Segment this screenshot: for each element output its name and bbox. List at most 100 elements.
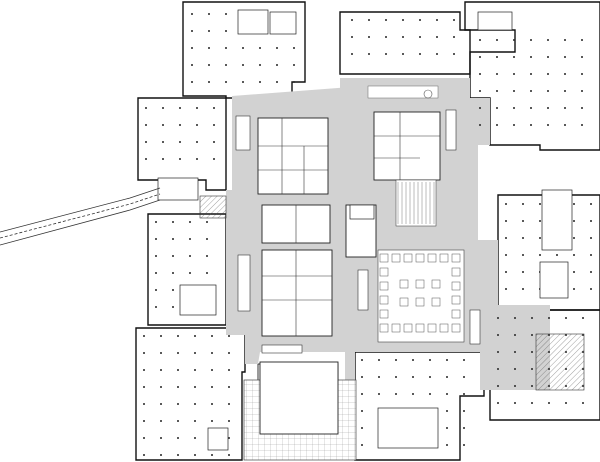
column (590, 254, 592, 256)
column (196, 107, 198, 109)
column (160, 335, 162, 337)
column (361, 376, 363, 378)
column (513, 124, 515, 126)
column (564, 90, 566, 92)
north-court-sculpture (423, 89, 433, 99)
column (446, 410, 448, 412)
column (522, 288, 524, 290)
column (505, 254, 507, 256)
service-cores (157, 9, 585, 451)
column (177, 420, 179, 422)
column (582, 402, 584, 404)
column (177, 386, 179, 388)
column (505, 288, 507, 290)
column (143, 352, 145, 354)
column (496, 124, 498, 126)
column (361, 393, 363, 395)
column (206, 238, 208, 240)
column (208, 30, 210, 32)
column (531, 402, 533, 404)
column (242, 47, 244, 49)
seating-cluster (451, 323, 461, 333)
column (463, 427, 465, 429)
column (293, 64, 295, 66)
column (513, 90, 515, 92)
column (228, 454, 230, 456)
column (225, 64, 227, 66)
column (191, 47, 193, 49)
column (172, 238, 174, 240)
column (522, 237, 524, 239)
column (479, 124, 481, 126)
column (513, 107, 515, 109)
column (143, 403, 145, 405)
column (564, 124, 566, 126)
column (530, 90, 532, 92)
column (228, 403, 230, 405)
column (293, 81, 295, 83)
column (194, 386, 196, 388)
column (368, 53, 370, 55)
column (564, 73, 566, 75)
column (179, 158, 181, 160)
column (564, 107, 566, 109)
column (155, 289, 157, 291)
column (194, 352, 196, 354)
stair-bridge-landing (199, 195, 227, 219)
column (172, 221, 174, 223)
column (453, 36, 455, 38)
seating-cluster (451, 267, 461, 277)
column (505, 203, 507, 205)
column (581, 107, 583, 109)
seating-cluster (399, 279, 409, 289)
column (582, 317, 584, 319)
column (179, 141, 181, 143)
column (556, 254, 558, 256)
seating-cluster (427, 253, 437, 263)
seating-cluster (439, 323, 449, 333)
column (145, 158, 147, 160)
column (547, 73, 549, 75)
column (581, 39, 583, 41)
column (177, 454, 179, 456)
seating-cluster (451, 295, 461, 305)
column (194, 369, 196, 371)
column (453, 53, 455, 55)
column (429, 359, 431, 361)
anchor-west-upper (137, 97, 227, 191)
column (514, 334, 516, 336)
column (419, 36, 421, 38)
column (573, 288, 575, 290)
column (351, 19, 353, 21)
column (402, 53, 404, 55)
column (530, 73, 532, 75)
column (590, 288, 592, 290)
core-west (179, 284, 217, 316)
column (145, 107, 147, 109)
column (513, 56, 515, 58)
column (547, 124, 549, 126)
column (590, 203, 592, 205)
column (368, 36, 370, 38)
column (206, 255, 208, 257)
column (361, 444, 363, 446)
column (351, 53, 353, 55)
column (172, 289, 174, 291)
pedestrian-bridge (0, 187, 161, 246)
column (573, 203, 575, 205)
column (497, 402, 499, 404)
column (530, 107, 532, 109)
column (177, 403, 179, 405)
seating-cluster (451, 253, 461, 263)
core-bridge-landing (157, 177, 199, 201)
column (228, 437, 230, 439)
column (496, 73, 498, 75)
column (196, 124, 198, 126)
inner-shops (257, 111, 441, 337)
core-center-top (349, 204, 375, 220)
column (179, 107, 181, 109)
column (496, 107, 498, 109)
column (213, 158, 215, 160)
column (496, 56, 498, 58)
column (228, 386, 230, 388)
